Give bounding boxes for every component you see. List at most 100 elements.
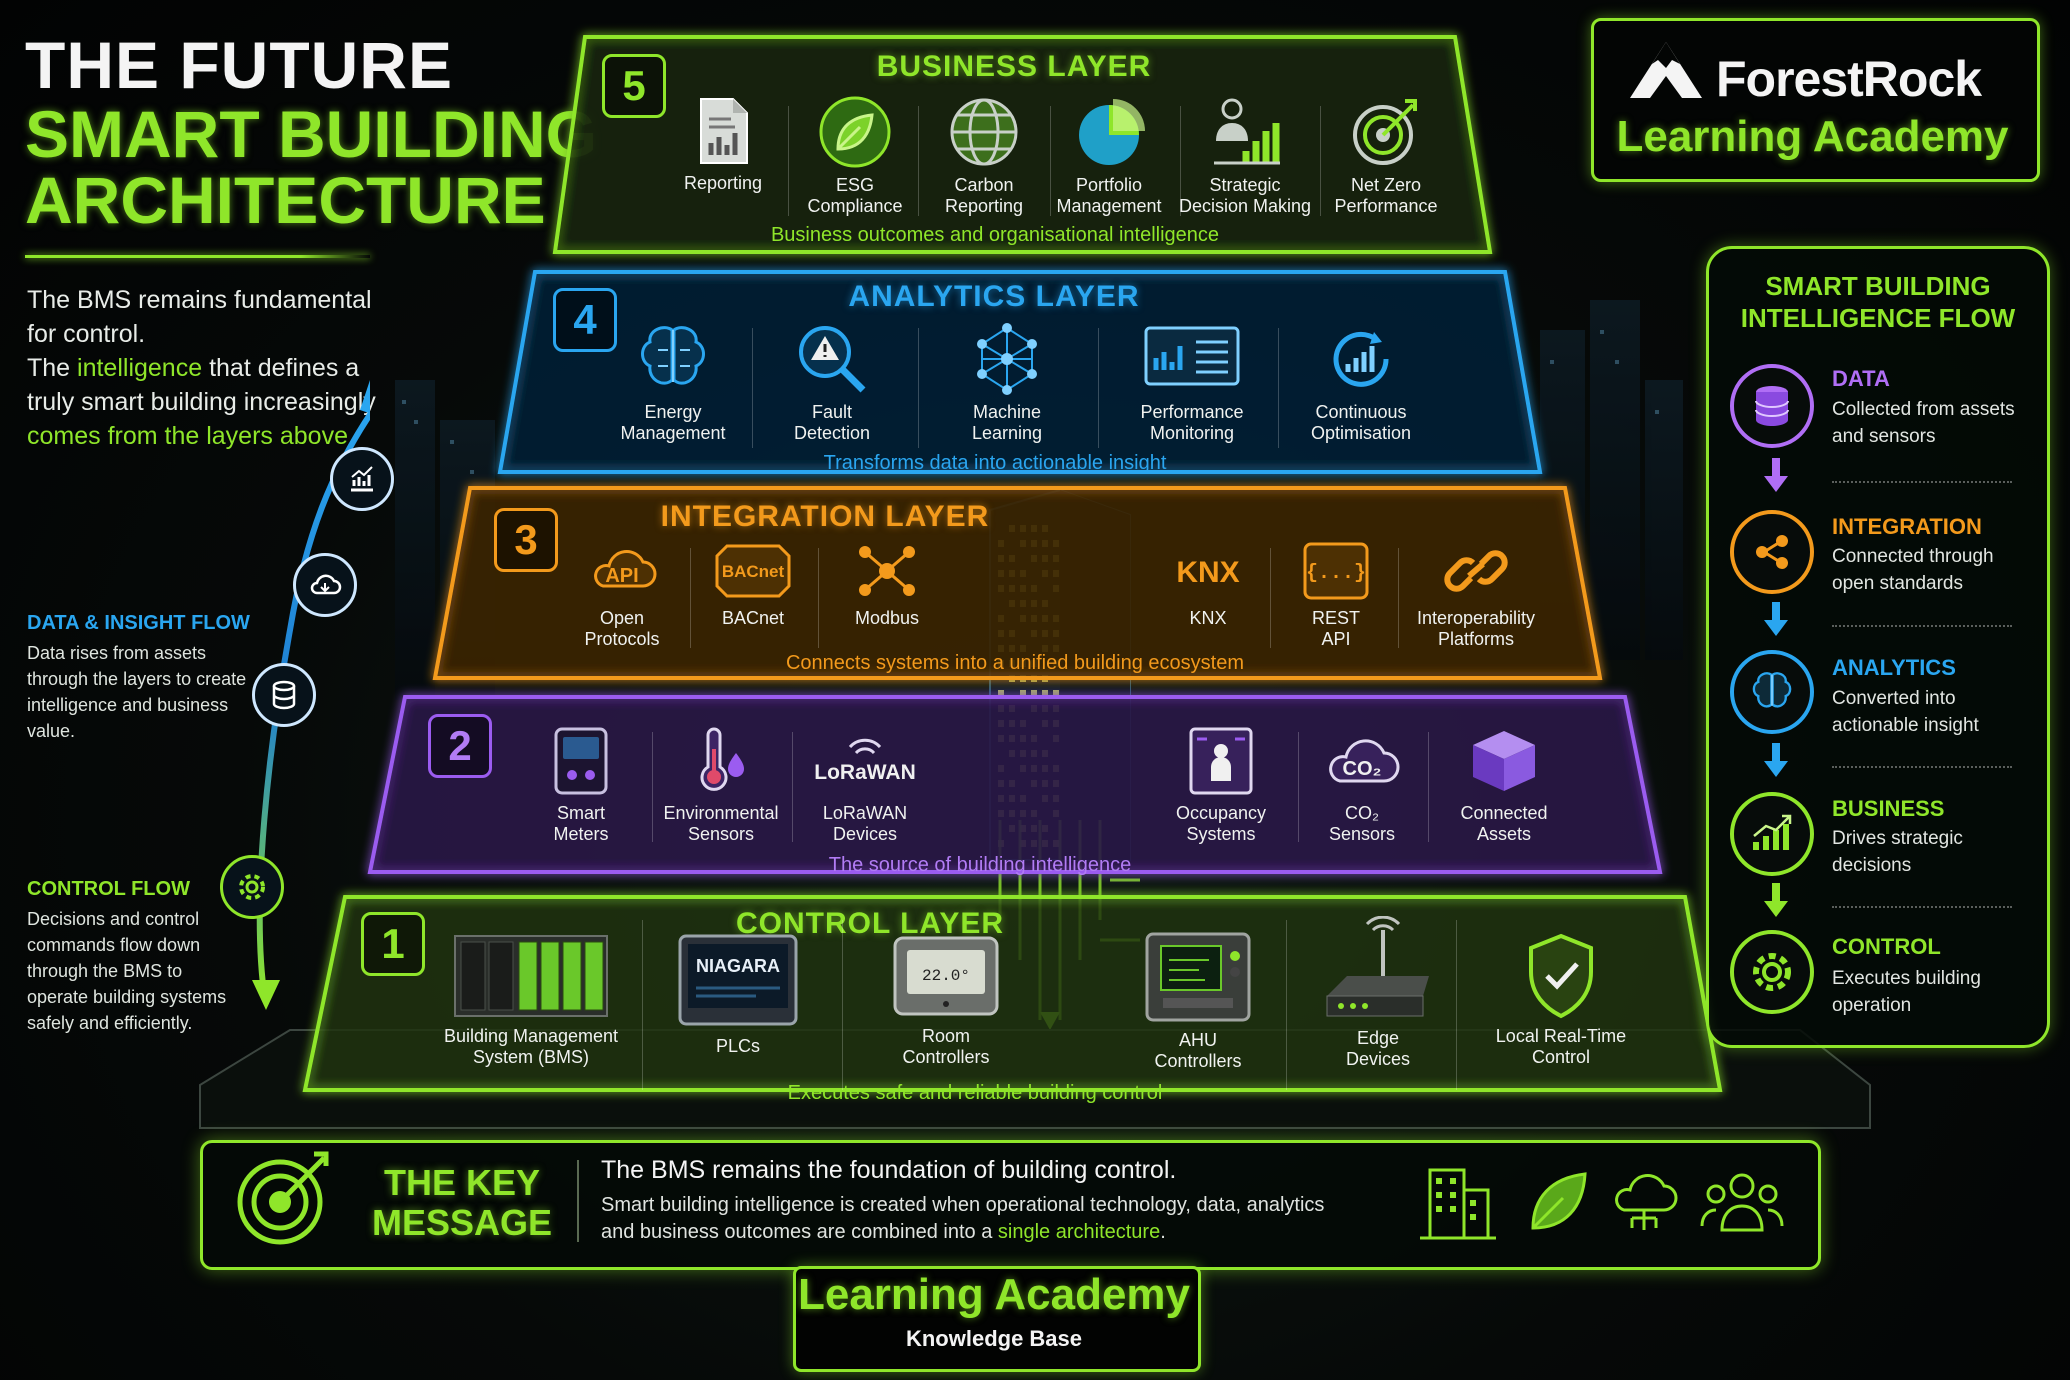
title-line-3: ARCHITECTURE bbox=[25, 163, 546, 237]
occupancy-icon bbox=[1189, 727, 1253, 795]
step-control-text: Executes building operation bbox=[1832, 968, 1981, 1016]
layer-2-subtitle: The source of building intelligence bbox=[828, 854, 1132, 876]
step-business-text: Drives strategic decisions bbox=[1832, 828, 1963, 876]
item-label-1: LoRaWAN bbox=[822, 803, 908, 823]
building-icon bbox=[1420, 1168, 1496, 1240]
leaf-icon bbox=[819, 96, 891, 168]
data-flow-text: Data rises from assets through the layer… bbox=[27, 643, 247, 741]
rest-api-icon: {...} bbox=[1303, 542, 1369, 600]
brand-name: ForestRock bbox=[1716, 51, 1982, 107]
key-divider bbox=[577, 1160, 579, 1242]
rp-title-1: SMART BUILDING bbox=[1765, 271, 1991, 301]
arrow-down-icon bbox=[1764, 602, 1788, 636]
item-label-1: Machine bbox=[972, 402, 1042, 422]
knx-icon: KNX bbox=[1176, 556, 1239, 589]
tower-window bbox=[1053, 690, 1059, 697]
tower-window bbox=[1031, 690, 1037, 697]
item-label-2: Systems bbox=[1186, 824, 1256, 844]
network-icon bbox=[977, 323, 1037, 395]
key-body-2b: single architecture bbox=[997, 1221, 1161, 1243]
item-label-2: Detection bbox=[793, 423, 871, 443]
step-integration-heading: INTEGRATION bbox=[1832, 514, 1982, 539]
brand-sub: Learning Academy bbox=[1616, 112, 2009, 161]
thermostat-icon: 22.0° bbox=[893, 936, 999, 1016]
brain-icon bbox=[1752, 672, 1792, 708]
intro-p2c: that defines a truly smart building incr… bbox=[27, 354, 376, 416]
mountain-logo-icon bbox=[1630, 42, 1702, 98]
item-label-2: API bbox=[1321, 629, 1351, 649]
layer-5-shape bbox=[552, 35, 1493, 254]
layer-2-shape bbox=[367, 695, 1663, 874]
item-reporting: Reporting bbox=[653, 95, 793, 194]
item-label-1: Energy bbox=[644, 402, 702, 422]
item-label-2: Platforms bbox=[1437, 629, 1515, 649]
step-data-icon bbox=[1730, 364, 1814, 448]
separator bbox=[918, 328, 919, 448]
item-label-1: Open bbox=[599, 608, 645, 628]
item-label-1: ESG bbox=[835, 175, 874, 195]
item-label-2: Reporting bbox=[944, 196, 1024, 216]
item-label-2: Assets bbox=[1476, 824, 1532, 844]
share-icon bbox=[1756, 535, 1788, 569]
footer-box bbox=[793, 1266, 1201, 1372]
item-label-1: Performance bbox=[1140, 402, 1244, 422]
data-flow-heading: DATA & INSIGHT FLOW bbox=[27, 612, 250, 634]
separator bbox=[1286, 920, 1287, 1090]
item-label-2: Meters bbox=[553, 824, 609, 844]
step-integration-text: Connected through open standards bbox=[1832, 546, 1994, 594]
item-label-1: Fault bbox=[811, 402, 853, 422]
gear-flow-icon bbox=[220, 855, 284, 919]
divider bbox=[1832, 766, 2012, 768]
item-label-1: Smart bbox=[556, 803, 605, 823]
separator bbox=[1298, 732, 1299, 842]
item-label-2: Controllers bbox=[1154, 1051, 1242, 1071]
layer-2-number: 2 bbox=[428, 714, 492, 778]
svg-text:NIAGARA: NIAGARA bbox=[696, 956, 780, 976]
cloud-network-icon bbox=[1615, 1174, 1678, 1230]
rp-title-2: INTELLIGENCE FLOW bbox=[1740, 303, 2016, 333]
layer-1-number: 1 bbox=[361, 912, 425, 976]
step-business-heading: BUSINESS bbox=[1832, 796, 1945, 821]
divider bbox=[1832, 481, 2012, 483]
globe-icon bbox=[950, 98, 1018, 166]
layer-3-subtitle: Connects systems into a unified building… bbox=[785, 652, 1244, 674]
arrow-down-icon bbox=[1764, 458, 1788, 492]
control-flow-text: Decisions and control commands flow down… bbox=[27, 909, 227, 1033]
intro-p2a: The bbox=[27, 354, 78, 382]
item-label-2: Performance bbox=[1334, 196, 1438, 216]
item-knx: KNX KNX bbox=[1138, 540, 1278, 629]
gear-icon bbox=[1753, 953, 1791, 991]
item-label-1: Modbus bbox=[854, 608, 920, 628]
niagara-panel-icon: NIAGARA bbox=[678, 934, 798, 1026]
database-icon bbox=[1755, 386, 1789, 426]
item-label-1: Building Management bbox=[443, 1026, 619, 1046]
item-label-1: Room bbox=[921, 1026, 970, 1046]
separator bbox=[1098, 328, 1099, 448]
item-label-2: System (BMS) bbox=[472, 1047, 589, 1067]
item-label-1: REST bbox=[1311, 608, 1360, 628]
intro-p2b: intelligence bbox=[77, 354, 203, 382]
arrow-down-icon bbox=[1764, 883, 1788, 917]
database-flow-icon bbox=[252, 663, 316, 727]
item-plcs: NIAGARA PLCs bbox=[668, 930, 808, 1057]
lorawan-icon: LoRaWAN bbox=[814, 738, 916, 784]
step-analytics-text: Converted into actionable insight bbox=[1832, 688, 1979, 736]
target-arrow-icon bbox=[237, 1151, 329, 1245]
separator bbox=[818, 548, 819, 648]
item-label-2: Control bbox=[1531, 1047, 1591, 1067]
item-label-2: Monitoring bbox=[1149, 423, 1235, 443]
